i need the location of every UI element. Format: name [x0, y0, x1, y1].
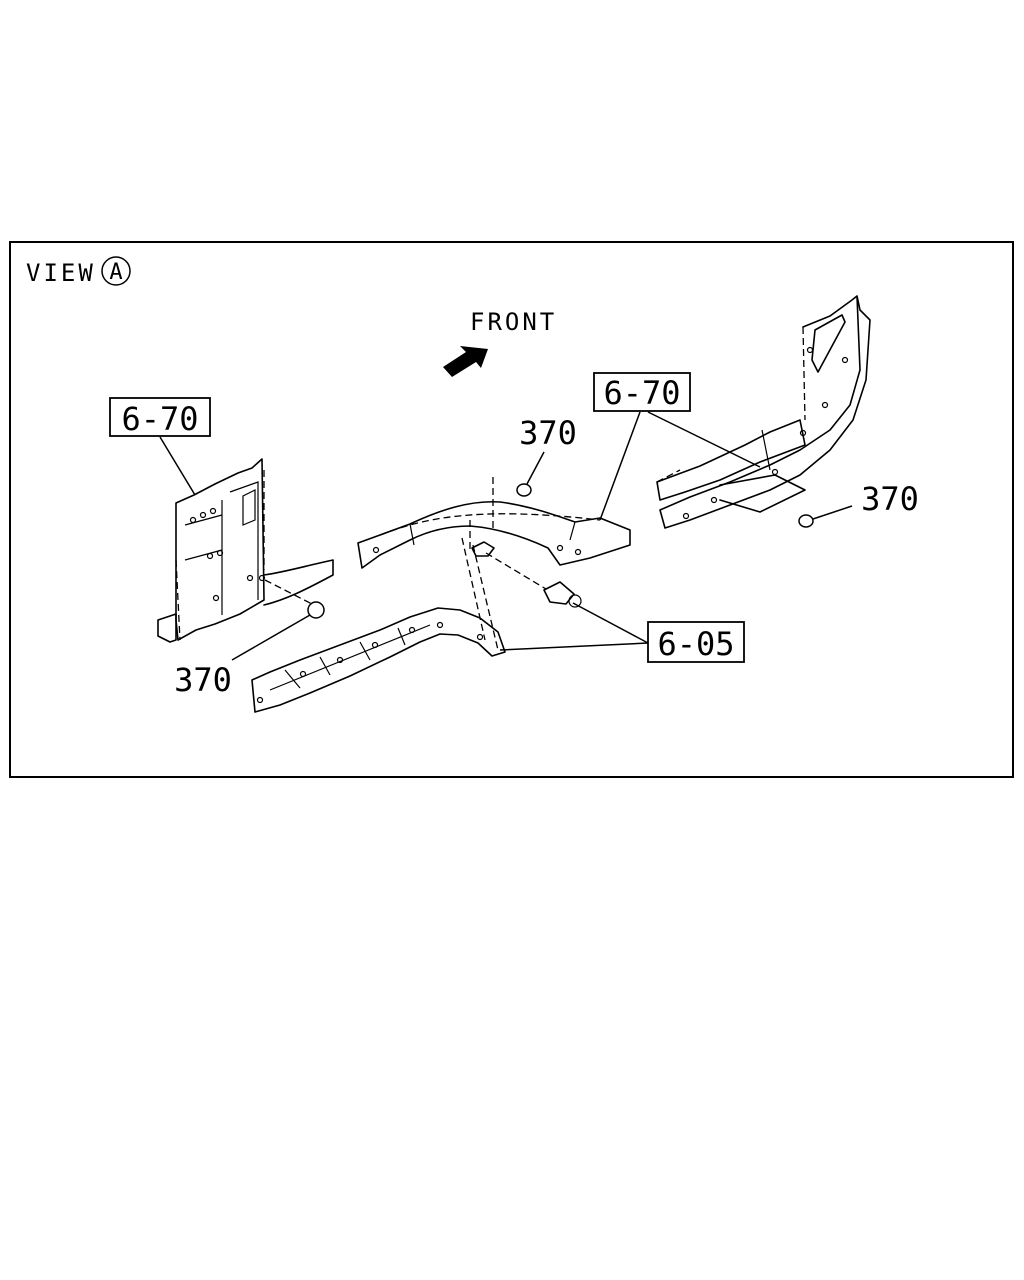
- view-letter: A: [109, 260, 122, 285]
- left-side-panel: [157, 458, 334, 643]
- grommet-center: [516, 483, 532, 497]
- ref-box-right-label: 6-70: [603, 374, 680, 412]
- grommet-right: [798, 514, 814, 528]
- right-upper-frame: [656, 295, 871, 529]
- view-frame: [9, 241, 1014, 778]
- part-label-grommet-left: 370: [174, 661, 232, 699]
- ref-box-clip-label: 6-05: [657, 625, 734, 663]
- center-clip: [461, 537, 582, 651]
- front-label: FRONT: [470, 308, 557, 336]
- view-letter-circle: [101, 256, 131, 286]
- bottom-curved-rail: [251, 607, 506, 713]
- view-label: VIEW: [26, 259, 96, 287]
- ref-box-left: [109, 397, 211, 437]
- grommet-left: [307, 601, 325, 619]
- part-label-grommet-right: 370: [861, 480, 919, 518]
- part-label-grommet-center: 370: [519, 414, 577, 452]
- ref-box-clip: [647, 621, 745, 663]
- ref-box-right: [593, 372, 691, 412]
- center-bracket: [357, 477, 631, 569]
- ref-box-left-label: 6-70: [121, 400, 198, 438]
- front-arrow-icon: [443, 346, 488, 377]
- leader-lines: [159, 411, 853, 661]
